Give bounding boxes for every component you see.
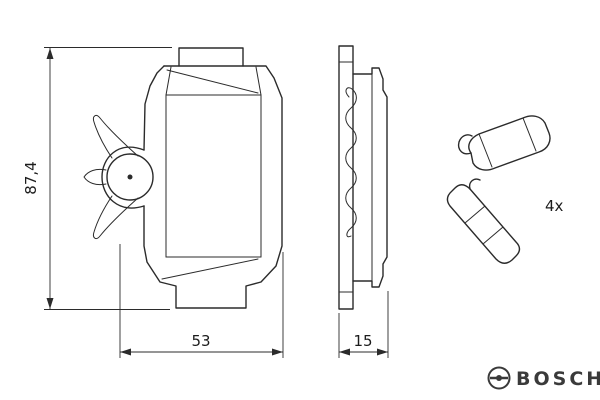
bosch-armature-icon: [487, 366, 511, 390]
dim-width-arrow-right: [272, 348, 283, 356]
backing-plate-outline-topleft: [143, 65, 165, 151]
side-view-brake-pad: [338, 45, 388, 310]
side-spring-squiggle: [345, 87, 357, 238]
plate-ear-outline: [101, 146, 145, 209]
clip-lower-fold-1: [464, 205, 486, 224]
brand-name: BOSCH: [516, 368, 600, 390]
dimension-width: 53: [119, 244, 284, 358]
spring-upper-prong: [93, 114, 139, 159]
clip-upper-fold-1: [478, 133, 493, 168]
spring-left-prong: [83, 168, 107, 186]
brand-logo: BOSCH: [487, 366, 600, 390]
dimension-height: 87,4: [22, 47, 172, 310]
clip-upper-hook: [457, 134, 473, 155]
top-tab-outline: [178, 47, 244, 67]
clip-upper-fold-2: [522, 117, 537, 152]
clip-quantity-label: 4x: [545, 197, 564, 215]
dim-thickness-arrow-left: [339, 348, 350, 356]
bottom-chamfer-diagonal: [161, 258, 259, 280]
top-chamfer-left-side: [165, 66, 172, 96]
dim-thickness-label: 15: [353, 332, 372, 350]
backing-plate-outline: [143, 65, 283, 309]
dimension-thickness: 15: [338, 291, 389, 358]
clip-upper-outline: [468, 115, 551, 171]
clip-lower-hook: [468, 178, 481, 190]
side-friction-block: [352, 67, 388, 288]
top-chamfer-diagonal: [166, 69, 259, 94]
dim-height-label: 87,4: [22, 161, 40, 194]
clip-lower-outline: [446, 184, 521, 264]
dim-height-arrow-bottom: [46, 298, 54, 309]
piston-contact-circle: [106, 153, 154, 201]
spring-lower-prong: [93, 195, 139, 240]
top-chamfer-right-side: [255, 66, 262, 96]
circle-center-dot: [127, 174, 133, 180]
front-view-brake-pad: [83, 47, 283, 309]
dim-thickness-arrow-right: [377, 348, 388, 356]
clip-lower-fold-2: [482, 226, 504, 245]
accessory-clips: 4x: [446, 115, 564, 264]
dim-width-label: 53: [191, 332, 210, 350]
side-backing-plate: [338, 45, 354, 310]
dim-width-arrow-left: [120, 348, 131, 356]
dim-height-arrow-top: [46, 48, 54, 59]
